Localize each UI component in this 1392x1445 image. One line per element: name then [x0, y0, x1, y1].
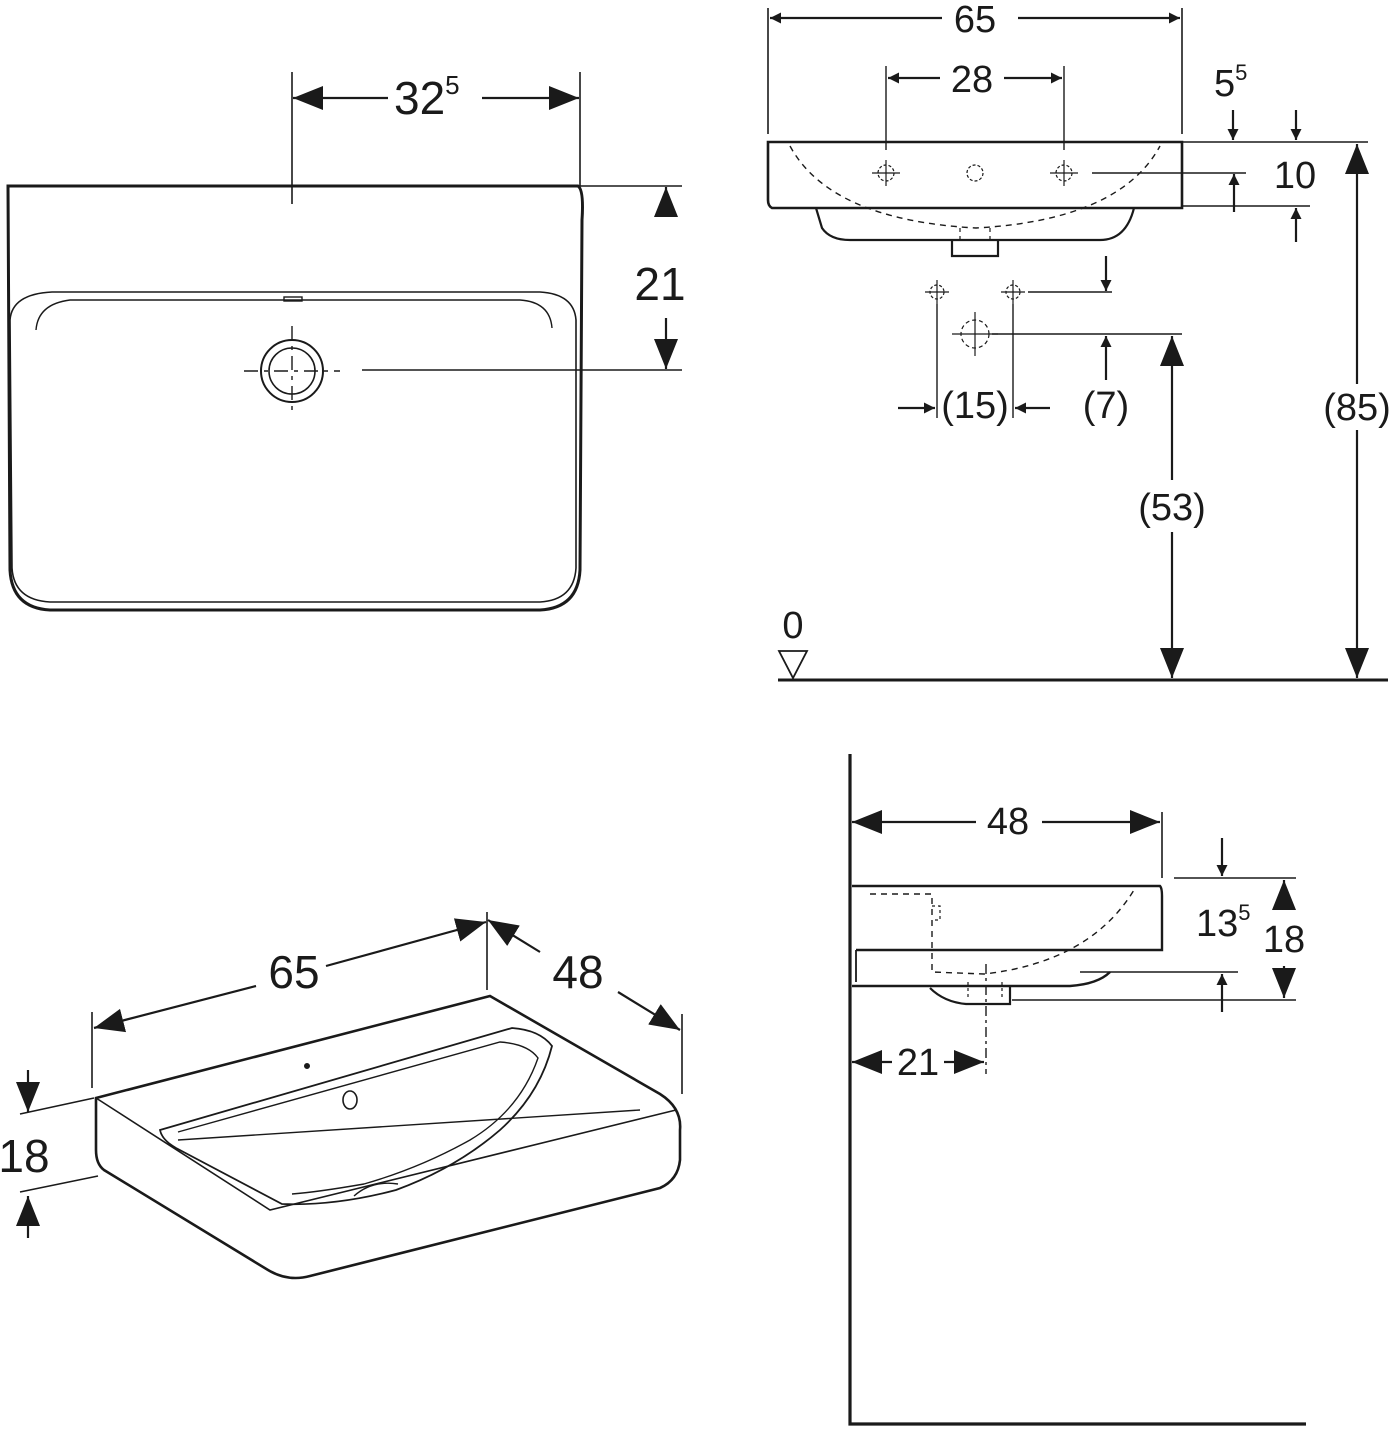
- label-side-depth: 48: [987, 801, 1029, 843]
- basin-top-edge-iso: [95, 1097, 677, 1211]
- label-iso-depth: 48: [552, 946, 603, 998]
- waste-connection-front: [952, 312, 998, 356]
- bowl-dashed-side: [870, 889, 1135, 975]
- label-trap-height: (7): [1083, 385, 1129, 427]
- waste-stub-front: [950, 240, 1000, 258]
- label-waste-height: (53): [1138, 487, 1206, 529]
- label-tap-offset: 325: [394, 70, 460, 124]
- bowl-outline-top: [9, 291, 577, 603]
- basin-outline-front: [766, 140, 1184, 210]
- basin-outline-top: [6, 184, 584, 612]
- label-overall-height: (85): [1323, 387, 1391, 429]
- tap-hole-left: [872, 160, 900, 186]
- label-front-width: 65: [954, 0, 996, 41]
- basin-outline-side: [852, 884, 1164, 988]
- trap-right-connection: [1001, 280, 1025, 304]
- overflow-iso: [342, 1090, 358, 1110]
- bowl-inner-iso: [177, 1041, 539, 1195]
- label-trap-spacing: (15): [941, 385, 1009, 427]
- basin-underside: [814, 207, 1136, 242]
- label-side-inner-height: 135: [1196, 900, 1251, 945]
- label-side-waste-from-wall: 21: [897, 1042, 939, 1084]
- level-symbol: [777, 650, 809, 680]
- label-iso-width: 65: [268, 946, 319, 998]
- top-view: [6, 72, 682, 612]
- wall-line: [848, 754, 1306, 1426]
- bowl-outline-iso: [158, 1027, 553, 1206]
- label-rim-thickness: 55: [1214, 60, 1247, 105]
- bowl-dashed-front: [789, 145, 1161, 229]
- waste-iso: [353, 1182, 399, 1197]
- label-waste-from-back: 21: [634, 258, 685, 310]
- waste-stub-side: [929, 986, 1012, 1006]
- dim-line-48-iso: [487, 919, 541, 953]
- label-tap-spacing: 28: [951, 59, 993, 101]
- overflow-slot: [283, 296, 303, 302]
- iso-view: [15, 912, 683, 1280]
- basin-outline-iso: [94, 994, 682, 1280]
- label-side-height: 18: [1263, 919, 1305, 961]
- side-view: [848, 754, 1306, 1426]
- tap-hole-right: [1050, 160, 1078, 186]
- label-floor-level: 0: [782, 605, 803, 647]
- dim-line-65-iso: [93, 984, 257, 1033]
- front-view: [766, 8, 1388, 682]
- tap-hole-center: [966, 164, 984, 182]
- label-iso-height: 18: [0, 1130, 50, 1182]
- bowl-inner-rim: [35, 299, 553, 331]
- trap-left-connection: [925, 280, 949, 304]
- label-tap-hole-height: 10: [1274, 155, 1316, 197]
